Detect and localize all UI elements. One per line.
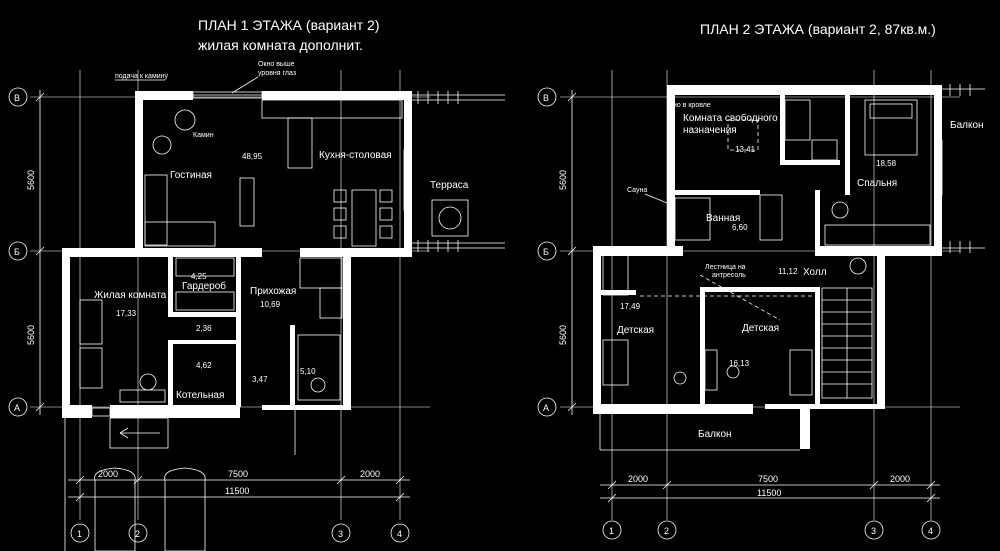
dim-vertical-top: 5600 [558, 170, 568, 190]
floor-1-axis-markers: В Б А 1 2 3 4 [8, 87, 410, 543]
room-kitchen: Кухня-столовая [319, 150, 392, 161]
area-vestibule: 3,47 [252, 375, 268, 384]
area-living-kitchen: 48,95 [242, 152, 263, 161]
floor-2-axis-markers: В Б А 1 2 3 4 [537, 87, 941, 540]
dim-col-3-4: 2000 [890, 474, 910, 484]
area-kids-left: 17,49 [620, 302, 641, 311]
floor-2-dimensions [600, 480, 940, 503]
room-kids-mid: Детская [742, 323, 779, 334]
floor-2-balconies [599, 84, 985, 451]
note-window-above-2: уровня глаз [258, 70, 296, 77]
dim-col-2-3: 7500 [758, 474, 778, 484]
room-hall: Прихожая [250, 286, 296, 297]
room-balcony-top: Балкон [950, 120, 984, 131]
terrace-railing [412, 91, 505, 252]
area-bedroom: 18,58 [876, 159, 897, 168]
note-stair-1: Лестница на [705, 264, 746, 271]
floor-2-furniture [602, 99, 931, 396]
axis-bubble [331, 523, 351, 543]
dim-vertical-bottom: 5600 [558, 325, 568, 345]
axis-label-1: 1 [77, 529, 82, 539]
axis-label-1: 1 [609, 526, 614, 536]
note-fireplace: Камин [193, 132, 214, 139]
floor-1-dimensions [68, 475, 410, 502]
area-bath: 6,60 [732, 223, 748, 232]
floor-2-plan: ПЛАН 2 ЭТАЖА (вариант 2, 87кв.м.) В Б А … [537, 21, 985, 540]
room-wardrobe: Гардероб [182, 280, 226, 292]
dim-total: 11500 [225, 486, 249, 496]
axis-label-4: 4 [397, 529, 402, 539]
floor-1-axes [30, 70, 430, 520]
room-kids-left: Детская [617, 325, 654, 336]
area-kids-mid: 16,13 [729, 359, 750, 368]
dim-col-3-4: 2000 [360, 469, 380, 479]
floor-1-plan: ПЛАН 1 ЭТАЖА (вариант 2) жилая комната д… [8, 17, 505, 551]
note-stair-2: антресоль [712, 272, 746, 279]
room-extra-bedroom: Жилая комната [94, 290, 167, 301]
note-sauna: Сауна [627, 187, 647, 194]
axis-bubble [8, 241, 28, 261]
axis-label-b: В [14, 93, 20, 103]
floor-2-title: ПЛАН 2 ЭТАЖА (вариант 2, 87кв.м.) [700, 21, 936, 37]
axis-bubble [8, 397, 28, 417]
room-boiler: Котельная [176, 390, 224, 401]
area-corridor: 2,36 [196, 324, 212, 333]
note-roof-hatch: но в кровле [673, 102, 711, 109]
axis-label-bb: Б [14, 247, 20, 257]
dim-total: 11500 [757, 488, 781, 498]
room-free-1: Комната свободного [683, 112, 778, 124]
room-bath: Ванная [706, 213, 740, 224]
floor-1-walls [62, 91, 412, 418]
room-hall: Холл [803, 267, 827, 278]
floor-2-axes [560, 70, 960, 520]
axis-label-3: 3 [871, 526, 876, 536]
floor-1-subtitle: жилая комната дополнит. [198, 37, 363, 53]
floor-2-walls [593, 85, 942, 449]
axis-label-2: 2 [664, 526, 669, 536]
room-terrace: Терраса [430, 180, 469, 191]
area-boiler: 4,62 [196, 361, 212, 370]
dim-col-1-2: 2000 [98, 469, 118, 479]
area-bath: 5,10 [300, 367, 316, 376]
dim-vertical-bottom: 5600 [26, 325, 36, 345]
axis-label-a: А [14, 403, 20, 413]
floor-2-stairs [640, 274, 873, 399]
axis-bubble [8, 87, 28, 107]
floor-1-windows [91, 91, 412, 417]
floor-1-title: ПЛАН 1 ЭТАЖА (вариант 2) [198, 17, 380, 33]
axis-bubble [70, 523, 90, 543]
axis-label-2: 2 [135, 529, 140, 539]
axis-label-a: А [543, 403, 549, 413]
axis-label-bb: Б [543, 247, 549, 257]
room-free-2: назначения [683, 125, 737, 136]
floor-1-furniture [79, 99, 403, 403]
area-extra-bedroom: 17,33 [116, 309, 137, 318]
dim-col-1-2: 2000 [628, 474, 648, 484]
axis-bubble [128, 523, 148, 543]
axis-label-3: 3 [338, 529, 343, 539]
note-window-above-1: Окно выше [258, 61, 295, 68]
note-fireplace-feed: подача к камину [115, 73, 169, 80]
floor-1-site [64, 410, 296, 551]
axis-label-4: 4 [928, 526, 933, 536]
room-bedroom: Спальня [857, 178, 897, 189]
area-hall: 11,12 [778, 267, 798, 276]
room-living: Гостиная [170, 170, 212, 181]
axis-label-b: В [543, 93, 549, 103]
area-wardrobe: 4,25 [191, 272, 207, 281]
area-hall: 10,69 [260, 300, 281, 309]
axis-bubble [390, 523, 410, 543]
dim-vertical-top: 5600 [26, 170, 36, 190]
room-balcony-bottom: Балкон [698, 429, 732, 440]
area-free: 13,41 [735, 145, 756, 154]
dim-col-2-3: 7500 [228, 469, 248, 479]
